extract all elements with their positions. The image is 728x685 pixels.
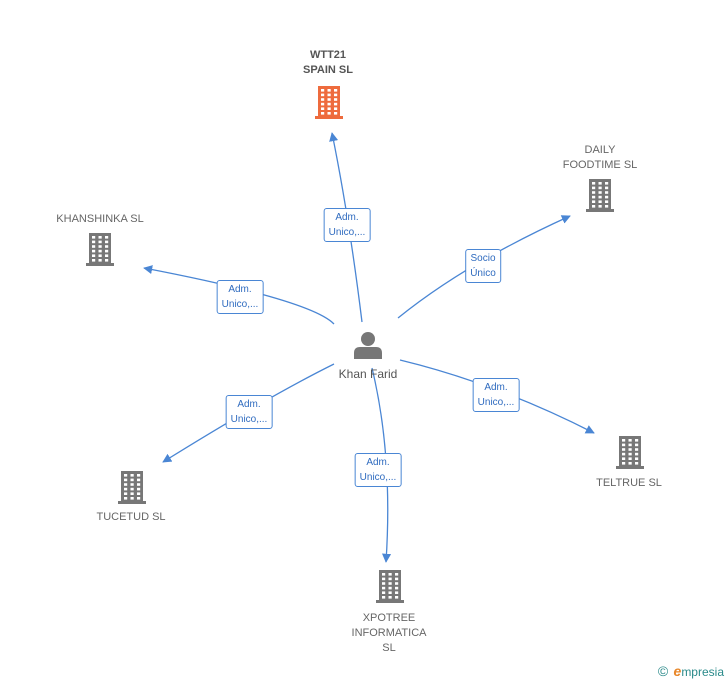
company-label-teltrue[interactable]: TELTRUE SL	[596, 477, 662, 489]
edge-label-daily[interactable]: Socio Único	[465, 249, 501, 283]
company-label-xpotree[interactable]: XPOTREE INFORMATICA SL	[351, 612, 427, 654]
building-icon-xpotree	[376, 570, 404, 603]
building-icon-wtt21	[315, 86, 343, 119]
company-label-wtt21[interactable]: WTT21 SPAIN SL	[303, 49, 353, 76]
empresia-brand: © empresia	[658, 663, 724, 679]
building-icon-tucetud	[118, 471, 146, 504]
edge-khanshinka	[143, 265, 335, 325]
edge-label-teltrue[interactable]: Adm. Unico,...	[472, 378, 520, 412]
copyright-symbol: ©	[657, 663, 669, 679]
edge-label-khanshinka[interactable]: Adm. Unico,...	[216, 280, 264, 314]
brand-name: mpresia	[681, 665, 724, 679]
edge-label-tucetud[interactable]: Adm. Unico,...	[225, 395, 273, 429]
company-label-daily[interactable]: DAILY FOODTIME SL	[562, 144, 638, 171]
edge-label-wtt21[interactable]: Adm. Unico,...	[323, 208, 371, 242]
company-label-khanshinka[interactable]: KHANSHINKA SL	[56, 213, 144, 225]
company-label-tucetud[interactable]: TUCETUD SL	[96, 511, 166, 523]
building-icon-daily	[586, 179, 614, 212]
person-name[interactable]: Khan Farid	[338, 367, 398, 381]
person-icon	[354, 332, 382, 359]
building-icon-teltrue	[616, 436, 644, 469]
edge-label-xpotree[interactable]: Adm. Unico,...	[354, 453, 402, 487]
building-icon-khanshinka	[86, 233, 114, 266]
brand-logo-e: e	[673, 663, 682, 679]
